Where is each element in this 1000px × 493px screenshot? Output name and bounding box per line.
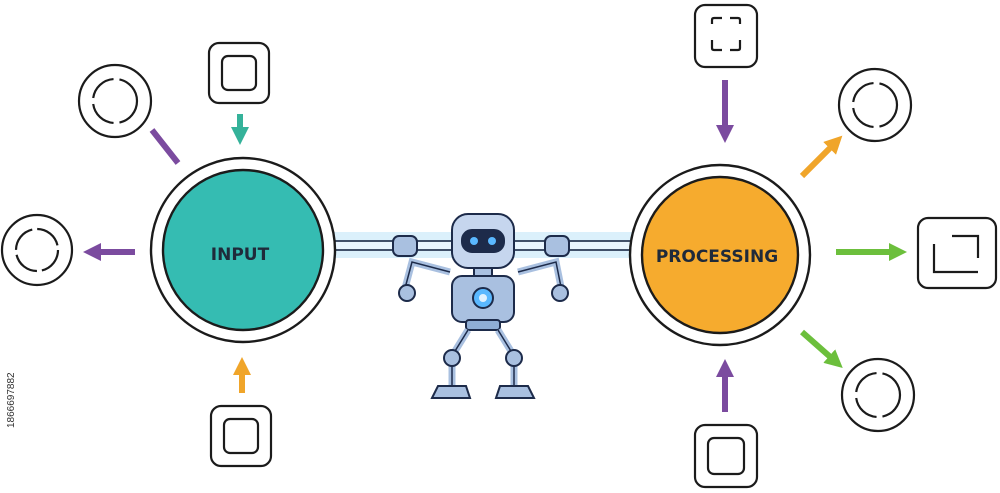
input-top-square-icon (207, 41, 271, 105)
processing-upper-right-circle-icon (837, 67, 913, 143)
processing-right-bracket-square-icon (916, 216, 998, 290)
processing-lower-right-arrow (800, 329, 843, 368)
robot-figure (392, 213, 570, 399)
input-upper-left-connector (149, 128, 181, 165)
input-hub: INPUT (149, 156, 337, 344)
input-left-circle-icon (0, 213, 74, 287)
processing-hub: PROCESSING (628, 163, 812, 347)
input-upper-left-circle-icon (77, 63, 153, 139)
processing-lower-right-circle-icon (840, 357, 916, 433)
input-label: INPUT (211, 245, 270, 265)
stock-image-id: 1866697882 (6, 372, 17, 428)
input-bottom-square-icon (209, 404, 273, 468)
processing-label: PROCESSING (656, 247, 778, 267)
processing-upper-right-arrow (799, 135, 843, 179)
processing-bottom-square-icon (693, 423, 759, 489)
processing-top-bracket-square-icon (693, 3, 759, 69)
